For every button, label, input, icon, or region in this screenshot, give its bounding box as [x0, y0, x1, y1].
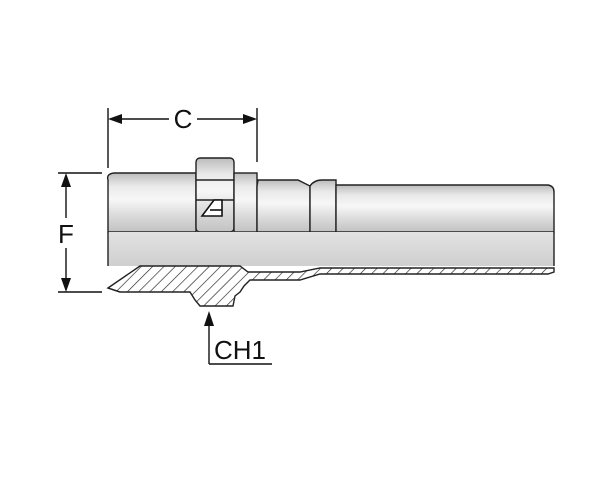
triangle-brand-logo-icon	[200, 199, 223, 217]
section-view	[106, 265, 555, 307]
dimension-ch1: CH1	[204, 311, 272, 365]
dimension-f-label: F	[58, 219, 74, 249]
hex-nut	[195, 157, 235, 233]
fitting-body	[106, 157, 555, 266]
dimension-ch1-label: CH1	[214, 335, 266, 365]
dimension-c-label: C	[174, 104, 193, 134]
barbed-tail	[335, 184, 555, 233]
socket-body	[106, 172, 197, 233]
dimension-f: F	[58, 172, 102, 293]
dimension-c: C	[107, 104, 258, 168]
